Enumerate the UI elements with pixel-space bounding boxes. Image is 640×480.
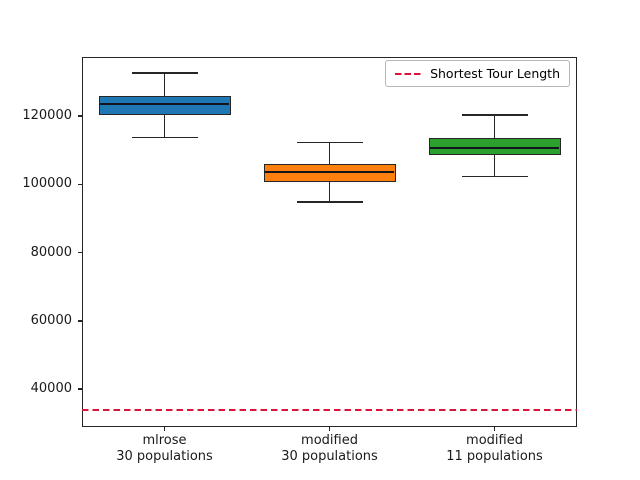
upper-whisker-stem	[328, 142, 331, 164]
y-tick-mark	[78, 251, 82, 254]
y-tick-label: 120000	[22, 108, 72, 124]
y-tick-label: 40000	[30, 381, 72, 397]
legend: Shortest Tour Length	[385, 60, 570, 87]
legend-label: Shortest Tour Length	[430, 66, 560, 81]
lower-whisker-stem	[328, 181, 331, 203]
y-tick-mark	[78, 320, 82, 322]
median-line	[264, 171, 395, 173]
y-tick-label: 100000	[22, 176, 72, 192]
upper-whisker-stem	[493, 115, 496, 139]
median-line	[99, 102, 230, 105]
upper-whisker-cap	[461, 114, 528, 116]
upper-whisker-cap	[131, 72, 198, 74]
dashed-line-swatch	[395, 72, 422, 75]
y-tick-mark	[78, 388, 82, 390]
x-tick-mark	[328, 427, 331, 431]
y-tick-label: 60000	[30, 312, 72, 328]
x-tick-mark	[493, 427, 496, 431]
x-tick-mark	[163, 427, 166, 431]
median-line	[429, 146, 560, 149]
box-1	[98, 96, 231, 115]
lower-whisker-stem	[163, 114, 166, 138]
shortest-tour-reference-line	[82, 408, 577, 411]
y-tick-mark	[78, 115, 82, 117]
y-tick-mark	[78, 183, 82, 185]
box-3	[428, 138, 561, 155]
x-tick-label: modified 11 populations	[446, 433, 543, 465]
y-tick-label: 80000	[30, 244, 72, 260]
x-tick-label: modified 30 populations	[281, 433, 378, 465]
x-tick-label: mlrose 30 populations	[116, 433, 213, 465]
lower-whisker-cap	[131, 136, 198, 138]
lower-whisker-cap	[296, 201, 363, 203]
lower-whisker-cap	[461, 176, 528, 178]
lower-whisker-stem	[493, 154, 496, 177]
upper-whisker-cap	[296, 141, 363, 144]
upper-whisker-stem	[163, 73, 166, 97]
